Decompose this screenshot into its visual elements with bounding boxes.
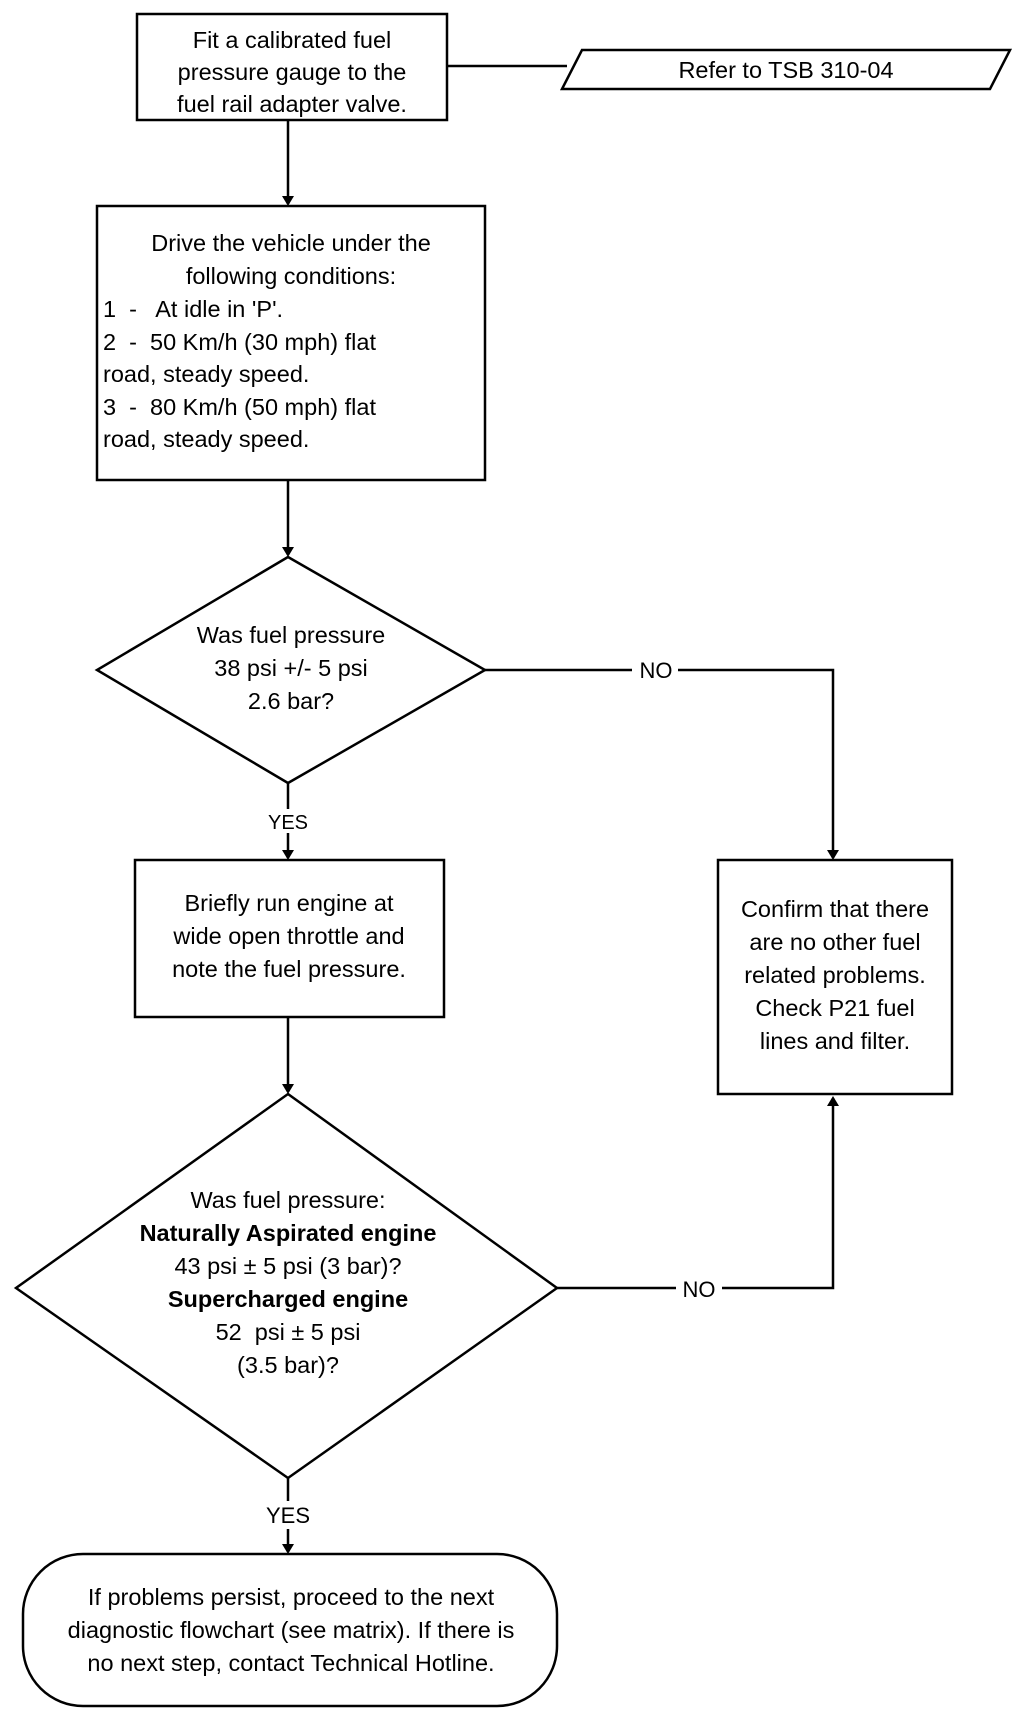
confirm-line-1: Confirm that there — [741, 896, 929, 922]
confirm-line-5: lines and filter. — [760, 1028, 910, 1054]
decision-2-line-5: 52 psi ± 5 psi — [216, 1319, 361, 1345]
terminal-next-step: If problems persist, proceed to the next… — [21, 1552, 559, 1708]
decision-1-yes-label-bg — [262, 809, 312, 833]
drive-condition-2-cont: road, steady speed. — [103, 361, 309, 387]
confirm-line-4: Check P21 fuel — [755, 995, 914, 1021]
drive-heading-line-2: following conditions: — [186, 263, 396, 289]
step-wide-open-throttle-box — [133, 858, 446, 1019]
decision-2-yes-label-bg — [260, 1501, 316, 1529]
step-drive-conditions-box — [95, 204, 487, 482]
decision-1-line-3: 2.6 bar? — [248, 688, 334, 714]
terminal-line-3: no next step, contact Technical Hotline. — [87, 1650, 494, 1676]
decision-2-line-3: 43 psi ± 5 psi (3 bar)? — [174, 1253, 401, 1279]
decision-1-no-label: NO — [640, 658, 673, 683]
step-fit-gauge-box — [135, 12, 449, 122]
decision-2-line-2: Naturally Aspirated engine — [140, 1220, 437, 1246]
step-fit-gauge-line-3: fuel rail adapter valve. — [177, 91, 407, 117]
drive-condition-2: 2 - 50 Km/h (30 mph) flat — [103, 329, 376, 355]
confirm-line-2: are no other fuel — [749, 929, 920, 955]
decision-1-line-1: Was fuel pressure — [197, 622, 386, 648]
decision-2-yes-label: YES — [266, 1503, 310, 1528]
step-wide-open-throttle: Briefly run engine at wide open throttle… — [133, 858, 446, 1019]
terminal-line-1: If problems persist, proceed to the next — [88, 1584, 495, 1610]
drive-heading-line-1: Drive the vehicle under the — [151, 230, 431, 256]
wot-line-3: note the fuel pressure. — [172, 956, 406, 982]
decision-2-shape — [13, 1092, 560, 1480]
decision-1-no-label-bg — [632, 654, 678, 684]
arrow-decision-1-no — [485, 668, 839, 860]
decision-1: Was fuel pressure 38 psi +/- 5 psi 2.6 b… — [94, 555, 488, 785]
drive-condition-3-cont: road, steady speed. — [103, 426, 309, 452]
wot-line-2: wide open throttle and — [172, 923, 404, 949]
terminal-shape — [21, 1552, 559, 1708]
step-confirm-box — [716, 858, 954, 1096]
step-drive-conditions: Drive the vehicle under the following co… — [95, 204, 487, 482]
step-fit-gauge: Fit a calibrated fuel pressure gauge to … — [135, 12, 449, 122]
reference-tsb: Refer to TSB 310-04 — [559, 48, 1013, 91]
reference-tsb-shape — [559, 48, 1013, 91]
decision-2-no-label-bg — [676, 1273, 722, 1303]
terminal-line-2: diagnostic flowchart (see matrix). If th… — [68, 1617, 515, 1643]
step-fit-gauge-line-2: pressure gauge to the — [178, 59, 407, 85]
decision-1-line-2: 38 psi +/- 5 psi — [214, 655, 367, 681]
decision-2-line-4: Supercharged engine — [168, 1286, 408, 1312]
decision-2: Was fuel pressure: Naturally Aspirated e… — [13, 1092, 560, 1480]
reference-tsb-text: Refer to TSB 310-04 — [678, 57, 893, 83]
drive-condition-1: 1 - At idle in 'P'. — [103, 296, 283, 322]
step-fit-gauge-line-1: Fit a calibrated fuel — [193, 27, 392, 53]
decision-1-yes-label: YES — [268, 812, 308, 834]
decision-2-line-1: Was fuel pressure: — [190, 1187, 385, 1213]
confirm-line-3: related problems. — [744, 962, 926, 988]
decision-2-line-6: (3.5 bar)? — [237, 1352, 339, 1378]
step-confirm-no-other-problems: Confirm that there are no other fuel rel… — [716, 858, 954, 1096]
wot-line-1: Briefly run engine at — [184, 890, 393, 916]
arrow-decision-2-no — [557, 1096, 839, 1290]
drive-condition-3: 3 - 80 Km/h (50 mph) flat — [103, 394, 376, 420]
decision-2-no-label: NO — [683, 1277, 716, 1302]
decision-1-shape — [94, 555, 488, 785]
connectors — [282, 64, 839, 1554]
